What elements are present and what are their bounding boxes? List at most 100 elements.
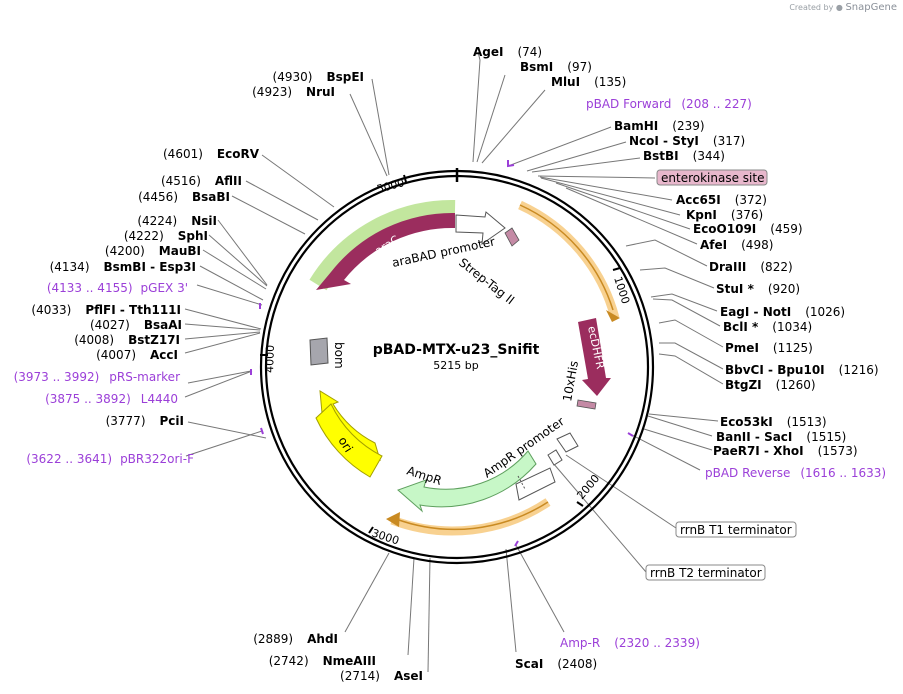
- leader-mlui: [481, 89, 546, 164]
- site-pflfi[interactable]: (4033)PflFI - Tth111I: [31, 303, 181, 317]
- site-kpni-name: KpnI: [686, 208, 717, 222]
- site-bsmbi[interactable]: (4134)BsmBI - Esp3I: [50, 260, 196, 274]
- site-acc65i[interactable]: Acc65I(372): [676, 193, 767, 207]
- site-nmeaiii-pos: (2742): [269, 654, 309, 668]
- ruler-tick-5000: [403, 174, 407, 183]
- site-bspei[interactable]: (4930)BspEI: [273, 70, 364, 84]
- primer-pgex3-range: (4133 .. 4155): [47, 281, 133, 295]
- leader-bspei: [371, 78, 390, 176]
- arabad-promoter-label: araBAD promoter: [391, 234, 497, 270]
- site-eagi-pos: (1026): [805, 305, 845, 319]
- primer-pgex3[interactable]: (4133 .. 4155)pGEX 3': [47, 281, 188, 295]
- site-bstz17i[interactable]: (4008)BstZ17I: [74, 333, 180, 347]
- primer-pbad-forward-name: pBAD Forward: [586, 97, 671, 111]
- site-eco0109i[interactable]: EcoO109I(459): [693, 222, 803, 236]
- site-maubi[interactable]: (4200)MauBI: [105, 244, 201, 258]
- site-bsabi-pos: (4456): [138, 190, 178, 204]
- site-bsaai-name: BsaAI: [144, 318, 182, 332]
- site-afei[interactable]: AfeI (498): [700, 238, 773, 252]
- ruler-tick-3000: [368, 526, 374, 534]
- site-aflii[interactable]: (4516)AflII: [161, 174, 242, 188]
- primer-mark-pbad-forward: [507, 160, 515, 168]
- site-asei[interactable]: (2714)AseI: [340, 669, 423, 683]
- site-acci[interactable]: (4007) AccI: [96, 348, 178, 362]
- leader-pbad-reverse: [629, 433, 701, 471]
- site-draiii[interactable]: DraIII(822): [709, 260, 793, 274]
- primer-pbr322ori-f[interactable]: (3622 .. 3641)pBR322ori-F: [26, 452, 194, 466]
- site-bcli-name: BclI *: [723, 320, 759, 334]
- leader-ncoi: [526, 141, 627, 172]
- site-kpni[interactable]: KpnI(376): [686, 208, 763, 222]
- site-bstbi[interactable]: BstBI(344): [643, 149, 725, 163]
- rrnb-t2-label[interactable]: rrnB T2 terminator: [650, 566, 762, 580]
- enterokinase-label[interactable]: enterokinase site: [661, 171, 764, 185]
- leader-bsabi: [231, 195, 306, 235]
- site-acci-name: AccI: [150, 348, 178, 362]
- primer-pbad-reverse[interactable]: pBAD Reverse(1616 .. 1633): [705, 466, 886, 480]
- leader-draiii: [625, 239, 708, 267]
- site-stui-pos: (920): [768, 282, 800, 296]
- site-bsmi[interactable]: BsmI(97): [520, 60, 592, 74]
- ruler-tick-1000: [612, 267, 621, 271]
- site-acci-pos: (4007): [96, 348, 136, 362]
- site-nmeaiii-name: NmeAIII: [323, 654, 376, 668]
- site-bamhi[interactable]: BamHI(239): [614, 119, 705, 133]
- site-agei[interactable]: AgeI(74): [473, 45, 542, 59]
- site-eco53ki[interactable]: Eco53kI(1513): [720, 415, 827, 429]
- primer-pbad-forward[interactable]: pBAD Forward(208 .. 227): [586, 97, 752, 111]
- site-nsii-pos: (4224): [137, 214, 177, 228]
- his-tag: [576, 399, 597, 410]
- site-mlui-pos: (135): [594, 75, 626, 89]
- site-afei-name: AfeI: [700, 238, 727, 252]
- site-eagi[interactable]: EagI - NotI(1026): [720, 305, 845, 319]
- site-bsabi[interactable]: (4456)BsaBI: [138, 190, 230, 204]
- site-sphi[interactable]: (4222)SphI: [124, 229, 208, 243]
- site-mlui[interactable]: MluI(135): [551, 75, 626, 89]
- site-bsmbi-name2: Esp3I: [159, 260, 196, 274]
- site-banii[interactable]: BanII - SacI(1515): [716, 430, 846, 444]
- leader-eagi: [650, 293, 718, 312]
- site-bsaai[interactable]: (4027)BsaAI: [90, 318, 182, 332]
- site-pmei[interactable]: PmeI(1125): [725, 341, 813, 355]
- site-banii-pos: (1515): [806, 430, 846, 444]
- site-stui[interactable]: StuI *(920): [716, 282, 800, 296]
- ampr-promoter-arrow: [515, 467, 556, 501]
- primer-amp-r[interactable]: Amp-R(2320 .. 2339): [560, 636, 700, 650]
- site-eco53ki-pos: (1513): [787, 415, 827, 429]
- site-scai[interactable]: ScaI(2408): [515, 657, 597, 671]
- site-afei-pos: (498): [741, 238, 773, 252]
- ecdhfr-orf-arrowhead: [606, 310, 620, 322]
- rrnb-t1-label[interactable]: rrnB T1 terminator: [680, 523, 792, 537]
- leader-stui: [639, 267, 715, 289]
- site-ncoi[interactable]: NcoI - StyI(317): [629, 134, 745, 148]
- site-nmeaiii[interactable]: (2742) NmeAIII: [269, 654, 376, 668]
- leader-acci: [184, 332, 261, 354]
- plasmid-name: pBAD-MTX-u23_Snifit: [373, 342, 540, 358]
- leader-bamhi: [507, 126, 612, 167]
- site-ahdi[interactable]: (2889)AhdI: [253, 632, 338, 646]
- site-bsmi-pos: (97): [567, 60, 592, 74]
- site-eco0109i-name: EcoO109I: [693, 222, 756, 236]
- leader-lines: [184, 51, 724, 673]
- site-pcii-name: PciI: [160, 414, 185, 428]
- site-nsii[interactable]: (4224)NsiI: [137, 214, 217, 228]
- site-bcli[interactable]: BclI *(1034): [723, 320, 812, 334]
- primer-mark-amp-r: [514, 540, 519, 547]
- site-paer7i[interactable]: PaeR7I - XhoI(1573): [713, 444, 858, 458]
- site-bbvci[interactable]: BbvCI - Bpu10I(1216): [725, 363, 879, 377]
- site-nrui[interactable]: (4923)NruI: [252, 85, 335, 99]
- site-btgzi[interactable]: BtgZI(1260): [725, 378, 816, 392]
- site-banii-sep: -: [751, 430, 764, 444]
- ori-body: [315, 403, 383, 478]
- primer-l4440[interactable]: (3875 .. 3892)L4440: [45, 392, 178, 406]
- primer-mark-pbad-reverse: [627, 432, 634, 437]
- site-bstz17i-pos: (4008): [74, 333, 114, 347]
- site-sphi-name: SphI: [178, 229, 208, 243]
- site-pcii[interactable]: (3777)PciI: [106, 414, 184, 428]
- site-paer7i-sep: -: [760, 444, 773, 458]
- features: araC araBAD promoter Strep-Tag II ecDHFR…: [309, 199, 620, 536]
- ruler-label-5000: 5000: [375, 176, 405, 196]
- site-ecorv[interactable]: (4601)EcoRV: [163, 147, 260, 161]
- primer-prs-marker[interactable]: (3973 .. 3992)pRS-marker: [14, 370, 180, 384]
